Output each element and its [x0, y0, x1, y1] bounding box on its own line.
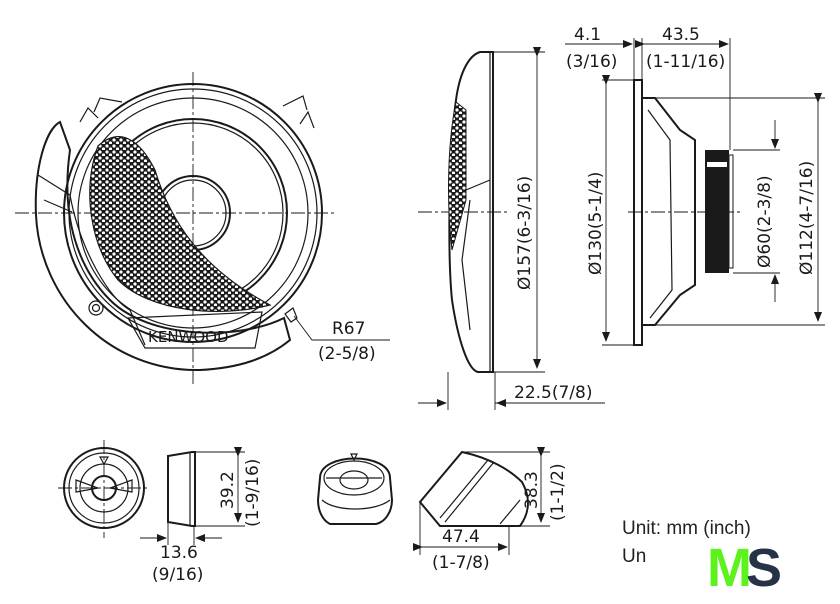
basket-diameter-label: Ø112(4-7/16): [797, 161, 817, 275]
angled-width-inch-label: (1-7/8): [432, 553, 490, 573]
unit-label-partial: Un: [622, 546, 647, 567]
diameter-157-label: Ø157(6-3/16): [515, 176, 535, 290]
tweeter-depth-inch-label: (9/16): [152, 565, 203, 585]
tweeter-depth-label: 13.6: [160, 543, 198, 563]
speaker-front-view: KENWOOD R67 (2-5/8): [15, 72, 390, 384]
mount-depth-label: 43.5: [662, 25, 700, 45]
flange-depth-inch-label: (3/16): [566, 52, 617, 72]
watermark-logo: MS: [707, 538, 782, 598]
cutout-diameter-label: Ø130(5-1/4): [586, 172, 606, 275]
brand-logo-text: KENWOOD: [148, 328, 229, 346]
tweeter-height-label: 39.2: [218, 471, 238, 509]
mount-depth-inch-label: (1-11/16): [646, 52, 725, 72]
grille-mesh: [89, 136, 272, 312]
angled-height-label: 38.3: [522, 471, 542, 509]
speaker-profile-view: 4.1 (3/16) 43.5 (1-11/16) Ø130(5-1/4) Ø6…: [565, 25, 825, 346]
unit-label: Unit: mm (inch): [622, 518, 751, 539]
flange-depth-label: 4.1: [574, 25, 601, 45]
tweeter-angled-mount: 38.3 (1-1/2) 47.4 (1-7/8): [316, 447, 568, 573]
magnet-diameter-label: Ø60(2-3/8): [755, 175, 775, 268]
radius-label: R67: [332, 319, 365, 339]
tweeter-height-inch-label: (1-9/16): [243, 459, 263, 527]
angled-width-label: 47.4: [442, 527, 480, 547]
angled-height-inch-label: (1-1/2): [548, 463, 568, 521]
tweeter-flush-mount: 39.2 (1-9/16) 13.6 (9/16): [58, 440, 263, 585]
speaker-side-view: Ø157(6-3/16) 22.5(7/8): [418, 47, 605, 410]
depth-22-label: 22.5(7/8): [514, 383, 592, 403]
radius-inch-label: (2-5/8): [318, 344, 376, 364]
